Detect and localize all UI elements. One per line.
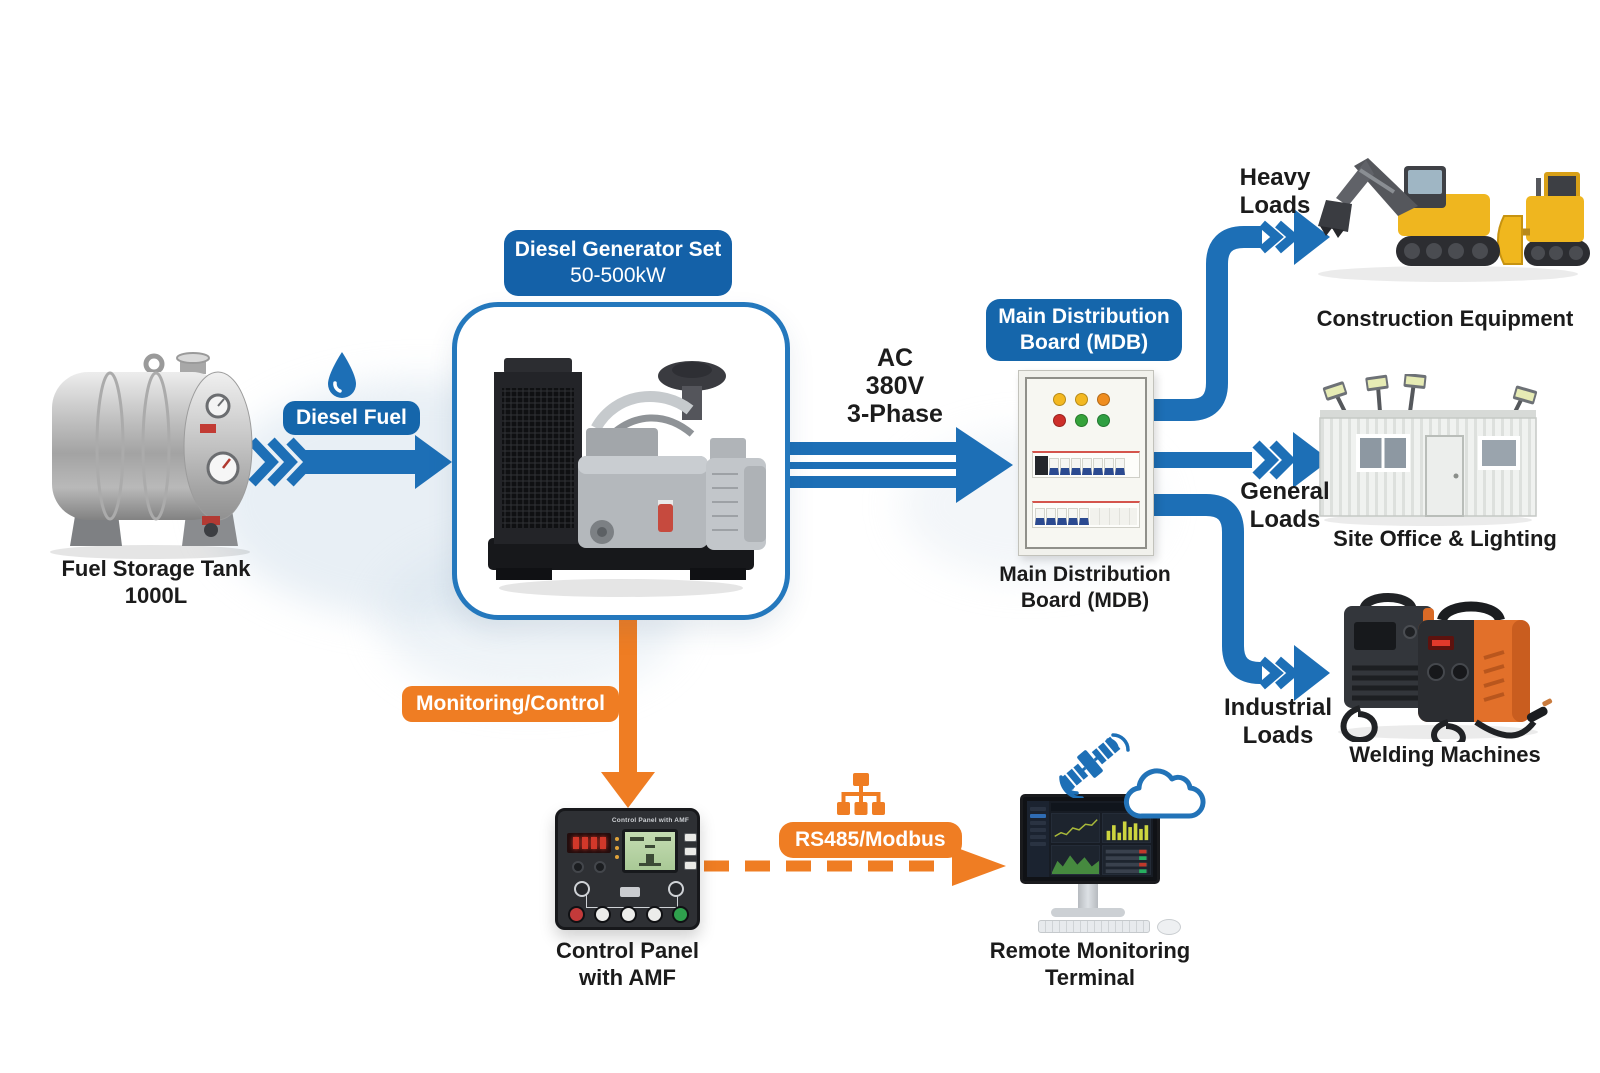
- network-icon: [837, 773, 885, 815]
- mdb-light: [1053, 414, 1066, 427]
- diesel-fuel-badge-label: Diesel Fuel: [296, 406, 407, 429]
- ac-label-line2: 380V: [865, 372, 925, 400]
- construction-equipment-caption: Construction Equipment: [1316, 306, 1574, 331]
- mdb-badge-line1: Main Distribution: [998, 305, 1170, 328]
- monitoring-control-arrow: [601, 620, 655, 808]
- rs485-modbus-badge: RS485/Modbus: [779, 822, 962, 859]
- dashboard-sidebar: [1027, 801, 1049, 877]
- general-loads-label: General Loads: [1240, 478, 1330, 533]
- fuel-drop-icon: [328, 352, 356, 398]
- satellite-icon: [1059, 733, 1130, 798]
- control-panel-soft-button: [684, 847, 697, 856]
- heavy-loads-label: Heavy Loads: [1239, 164, 1311, 219]
- industrial-loads-label: Industrial Loads: [1223, 694, 1332, 749]
- control-panel-button: [594, 906, 611, 923]
- control-panel-display: [567, 833, 611, 853]
- pipe-heavy-loads: [1152, 209, 1330, 421]
- control-panel-genset-glyph: [620, 887, 640, 897]
- mdb-light: [1097, 393, 1110, 406]
- mdb-illustration: [1018, 370, 1154, 556]
- control-panel-button: [646, 906, 663, 923]
- monitoring-control-badge: Monitoring/Control: [402, 686, 619, 723]
- monitor-base: [1051, 908, 1125, 917]
- ac-label-line3: 3-Phase: [847, 400, 943, 428]
- control-panel-mode-button: [574, 881, 590, 897]
- dashboard-topbar: [1051, 803, 1151, 811]
- fuel-tank-illustration: [50, 352, 253, 559]
- remote-terminal-caption: Remote Monitoring Terminal: [989, 938, 1191, 990]
- control-panel-device-label: Control Panel with AMF: [611, 817, 689, 824]
- ac-power-arrow: [790, 427, 1013, 503]
- diesel-fuel-arrow: [248, 435, 452, 489]
- control-panel-soft-button: [684, 861, 697, 870]
- mdb-badge: Main Distribution Board (MDB): [986, 299, 1182, 362]
- pipe-industrial-loads: [1152, 494, 1330, 701]
- control-panel-lcd: [622, 829, 678, 873]
- mdb-light: [1075, 393, 1088, 406]
- mdb-badge-line2: Board (MDB): [1019, 331, 1149, 355]
- cloud-icon: [1123, 768, 1206, 819]
- mdb-breaker-row-2: [1032, 501, 1140, 528]
- control-panel-caption: Control Panel with AMF: [555, 938, 699, 990]
- fuel-tank-caption: Fuel Storage Tank 1000L: [40, 556, 272, 610]
- construction-equipment-illustration: [1318, 158, 1590, 282]
- control-panel-start-button: [672, 906, 689, 923]
- control-panel-stop-button: [568, 906, 585, 923]
- mdb-caption-line2: Board (MDB): [1020, 588, 1150, 612]
- keyboard: [1038, 920, 1150, 933]
- control-panel-nav-button: [572, 861, 584, 873]
- monitoring-dashboard: [1027, 801, 1153, 877]
- generator-badge-line1: Diesel Generator Set: [514, 238, 722, 261]
- control-panel-illustration: Control Panel with AMF: [555, 808, 700, 930]
- ac-power-label: AC 380V 3-Phase: [820, 344, 970, 428]
- control-panel-soft-button: [684, 833, 697, 842]
- generator-badge: Diesel Generator Set 50-500kW: [504, 230, 732, 297]
- mdb-main-switch: [1035, 456, 1048, 475]
- welding-machines-illustration: [1338, 593, 1553, 742]
- generator-illustration: [488, 358, 766, 597]
- fuel-tank-caption-line1: Fuel Storage Tank: [61, 556, 251, 581]
- monitor-stand: [1078, 882, 1098, 910]
- dashboard-status-table: [1102, 845, 1151, 875]
- mdb-caption: Main Distribution Board (MDB): [980, 562, 1190, 613]
- mouse: [1157, 919, 1181, 935]
- dashboard-line-chart: [1051, 813, 1100, 843]
- control-panel-mode-button: [668, 881, 684, 897]
- dashboard-area-chart: [1051, 845, 1100, 875]
- control-panel-nav-button: [594, 861, 606, 873]
- mdb-caption-line1: Main Distribution: [999, 563, 1171, 586]
- generator-badge-line2: 50-500kW: [570, 264, 666, 288]
- welding-machines-caption: Welding Machines: [1349, 742, 1541, 767]
- mdb-breaker-row-1: [1032, 451, 1140, 478]
- site-office-illustration: [1319, 374, 1538, 526]
- monitor-screen: [1020, 794, 1160, 884]
- mdb-light: [1053, 393, 1066, 406]
- fuel-tank-caption-line2: 1000L: [124, 582, 188, 608]
- arrow-general-loads: [1152, 432, 1330, 488]
- diesel-fuel-badge: Diesel Fuel: [283, 401, 420, 436]
- control-panel-button: [620, 906, 637, 923]
- mdb-light: [1097, 414, 1110, 427]
- mdb-indicator-lights: [1053, 393, 1123, 427]
- generator-box: [452, 302, 790, 620]
- ac-label-line1: AC: [876, 344, 914, 372]
- mdb-light: [1075, 414, 1088, 427]
- rs485-dashed-arrow: [704, 846, 1006, 886]
- site-office-caption: Site Office & Lighting: [1333, 526, 1557, 551]
